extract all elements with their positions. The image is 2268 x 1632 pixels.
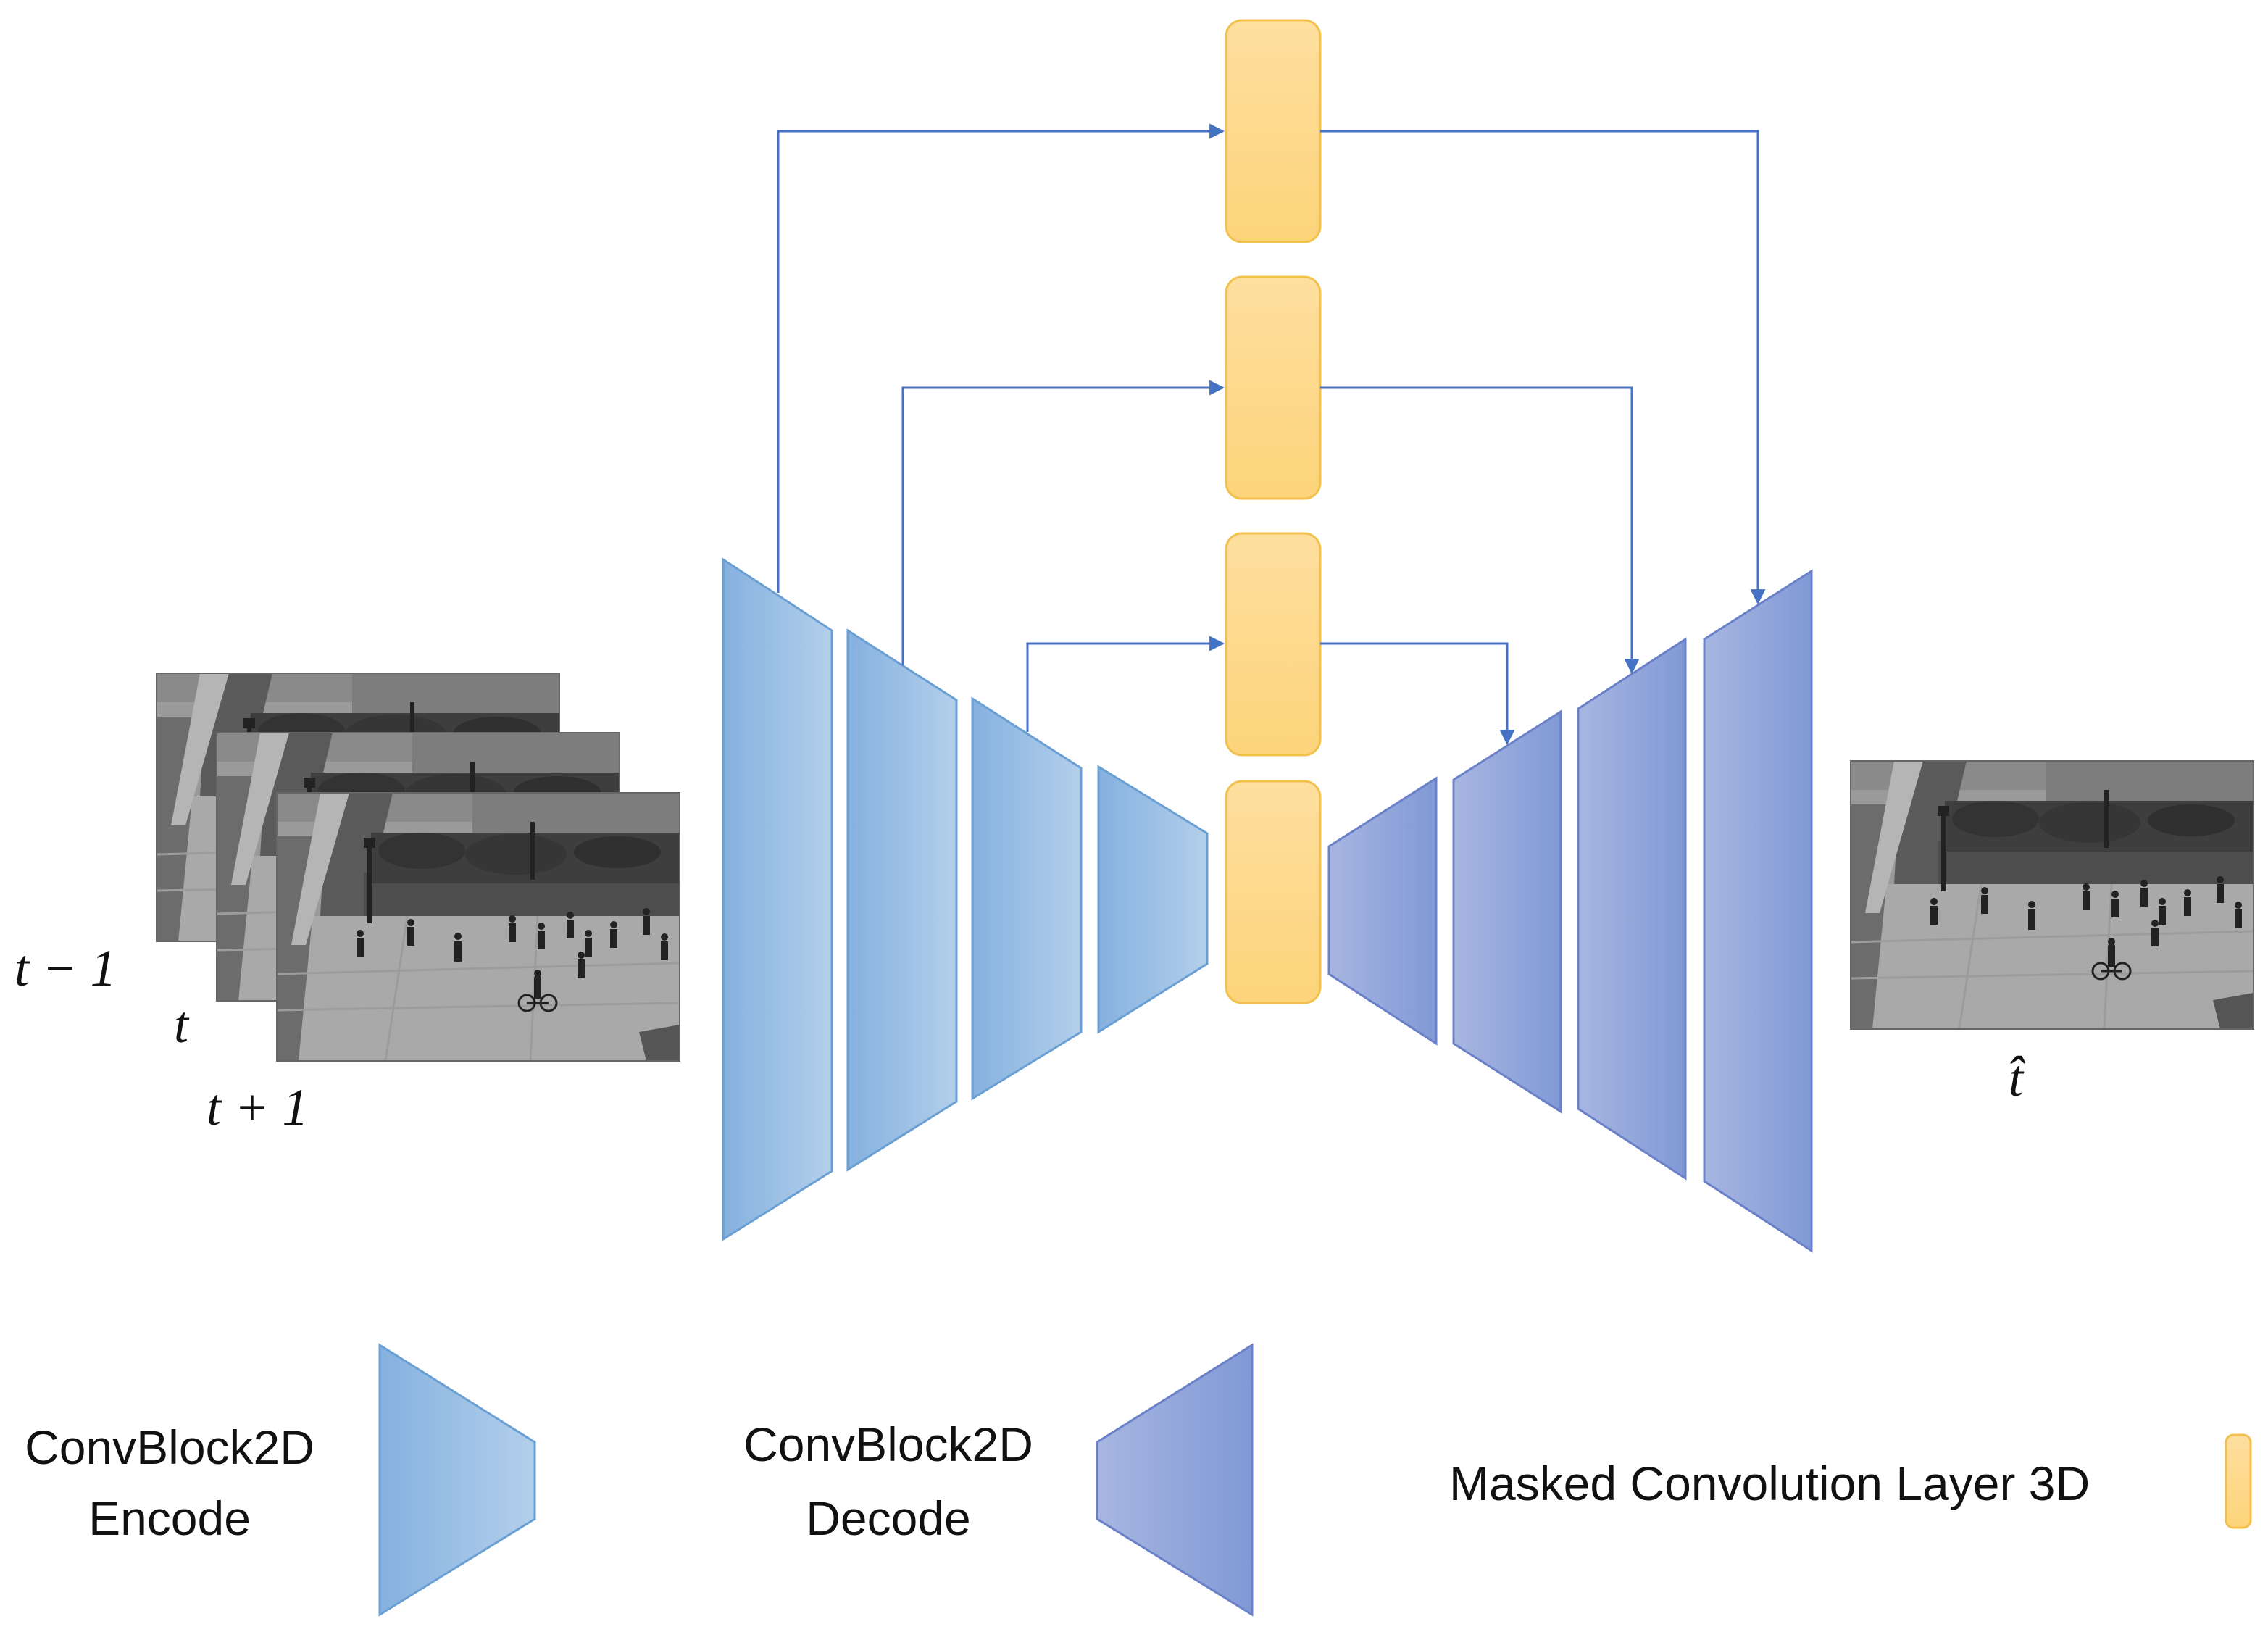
decoder-block-1 xyxy=(1327,776,1438,1046)
legend-masked-conv-label: Masked Convolution Layer 3D xyxy=(1449,1457,2090,1510)
legend: ConvBlock2D Encode ConvBlock2D Decode Ma… xyxy=(25,1343,2252,1617)
encoder-block-2 xyxy=(846,628,958,1172)
skip-arrow-enc2-to-mask2 xyxy=(901,380,1225,665)
decoder xyxy=(1327,569,1813,1253)
legend-encoder-shape xyxy=(378,1343,536,1617)
input-frames xyxy=(155,672,681,1062)
skip-arrow-enc1-to-mask1 xyxy=(777,123,1225,593)
encoder-block-3 xyxy=(971,696,1083,1101)
legend-encode-line1: ConvBlock2D xyxy=(25,1420,314,1474)
skip-arrow-mask2-to-dec3 xyxy=(1320,386,1640,675)
frame-label-t-minus-1: t − 1 xyxy=(14,939,117,997)
legend-decoder-shape xyxy=(1096,1343,1254,1617)
output-frame xyxy=(1849,759,2255,1031)
frame-label-t: t xyxy=(174,996,190,1054)
output-label-t-hat: t̂ xyxy=(2009,1049,2025,1107)
masked-conv-layer-bottleneck xyxy=(1225,780,1322,1004)
encoder-block-4 xyxy=(1097,765,1209,1034)
decoder-block-2 xyxy=(1452,709,1562,1114)
masked-conv-layer-3 xyxy=(1225,532,1322,757)
decoder-block-4 xyxy=(1703,569,1813,1253)
legend-encode-line2: Encode xyxy=(88,1491,251,1545)
encoder-block-1 xyxy=(722,557,833,1241)
legend-decode-line2: Decode xyxy=(806,1491,971,1545)
skip-arrow-mask3-to-dec2 xyxy=(1320,642,1515,746)
skip-arrow-enc3-to-mask3 xyxy=(1026,636,1225,732)
input-frame-t-plus-1 xyxy=(275,791,681,1062)
masked-conv-layer-2 xyxy=(1225,275,1322,500)
skip-connections xyxy=(777,123,1766,746)
legend-masked-conv-shape xyxy=(2225,1433,2252,1529)
decoder-block-3 xyxy=(1577,637,1687,1181)
legend-decode-line1: ConvBlock2D xyxy=(743,1417,1033,1471)
frame-label-t-plus-1: t + 1 xyxy=(207,1078,309,1136)
skip-arrow-mask1-to-dec4 xyxy=(1320,130,1766,605)
masked-conv-layer-1 xyxy=(1225,19,1322,243)
masked-conv-layers xyxy=(1225,19,1322,1004)
encoder xyxy=(722,557,1209,1241)
